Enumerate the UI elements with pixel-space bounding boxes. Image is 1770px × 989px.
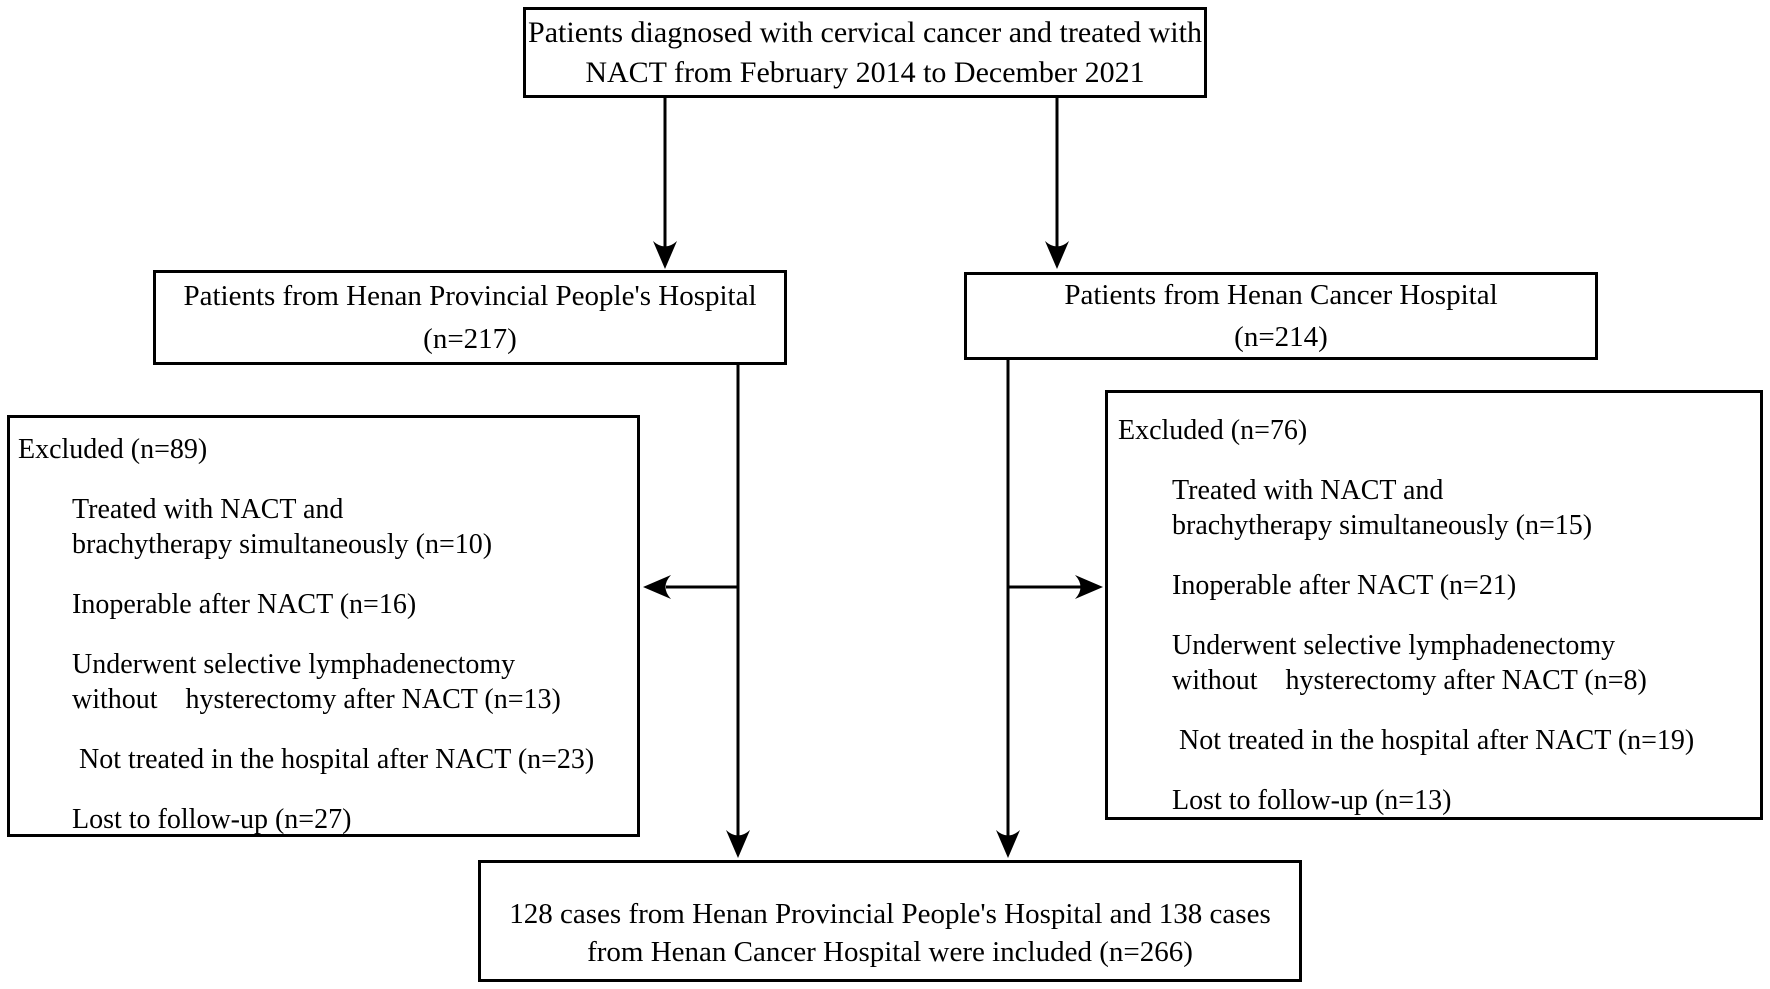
arrowhead-down-included-left [726,830,750,858]
included-box-line1: 128 cases from Henan Provincial People's… [509,898,1271,930]
excluded-item-line: without hysterectomy after NACT (n=8) [1172,665,1647,696]
excluded-right-item-lost-followup: Lost to follow-up (n=13) [1118,783,1754,818]
excluded-left-header: Excluded (n=89) [18,434,208,465]
excluded-item-line: Lost to follow-up (n=27) [72,804,352,835]
excluded-left-item-brachytherapy: Treated with NACT and brachytherapy simu… [18,492,631,562]
excluded-left-item-inoperable: Inoperable after NACT (n=16) [18,587,631,622]
excluded-item-line: Inoperable after NACT (n=16) [72,589,417,620]
cohort-box-left: Patients from Henan Provincial People's … [153,270,787,365]
cohort-left-count: (n=217) [423,322,517,355]
excluded-item-line: brachytherapy simultaneously (n=10) [72,529,493,560]
excluded-box-right: Excluded (n=76) Treated with NACT and br… [1105,390,1763,820]
excluded-item-line: Treated with NACT and [1172,475,1444,506]
excluded-item-line: Treated with NACT and [72,494,344,525]
excluded-right-item-inoperable: Inoperable after NACT (n=21) [1118,568,1754,603]
excluded-left-item-not-treated: Not treated in the hospital after NACT (… [18,742,631,777]
excluded-item-line: Lost to follow-up (n=13) [1172,785,1452,816]
excluded-left-item-lymphadenectomy: Underwent selective lymphadenectomy with… [18,647,631,717]
excluded-right-item-lymphadenectomy: Underwent selective lymphadenectomy with… [1118,628,1754,698]
excluded-box-left: Excluded (n=89) Treated with NACT and br… [7,415,640,837]
excluded-item-line: Underwent selective lymphadenectomy [1172,630,1616,661]
arrowhead-right-excluded [1075,575,1103,599]
cohort-left-name: Patients from Henan Provincial People's … [183,279,757,312]
arrowhead-down-left-cohort [653,241,677,269]
excluded-item-line: Underwent selective lymphadenectomy [72,649,516,680]
title-box: Patients diagnosed with cervical cancer … [523,7,1207,98]
cohort-right-count: (n=214) [1234,321,1328,353]
excluded-right-header: Excluded (n=76) [1118,415,1308,446]
cohort-box-right: Patients from Henan Cancer Hospital (n=2… [964,272,1598,360]
arrowhead-left-excluded [643,575,671,599]
excluded-item-line: Not treated in the hospital after NACT (… [1172,725,1695,756]
excluded-right-item-not-treated: Not treated in the hospital after NACT (… [1118,723,1754,758]
included-box-line2: from Henan Cancer Hospital were included… [587,936,1193,968]
excluded-right-item-brachytherapy: Treated with NACT and brachytherapy simu… [1118,473,1754,543]
included-box: 128 cases from Henan Provincial People's… [478,860,1302,982]
excluded-item-line: Inoperable after NACT (n=21) [1172,570,1517,601]
arrowhead-down-included-right [996,830,1020,858]
title-box-line2: NACT from February 2014 to December 2021 [585,55,1145,89]
excluded-item-line: brachytherapy simultaneously (n=15) [1172,510,1593,541]
arrowhead-down-right-cohort [1045,241,1069,269]
connector-lines [663,98,1081,836]
excluded-item-line: without hysterectomy after NACT (n=13) [72,684,561,715]
title-box-line1: Patients diagnosed with cervical cancer … [528,15,1202,49]
cohort-right-name: Patients from Henan Cancer Hospital [1064,279,1498,311]
excluded-item-line: Not treated in the hospital after NACT (… [72,744,595,775]
excluded-left-item-lost-followup: Lost to follow-up (n=27) [18,802,631,837]
